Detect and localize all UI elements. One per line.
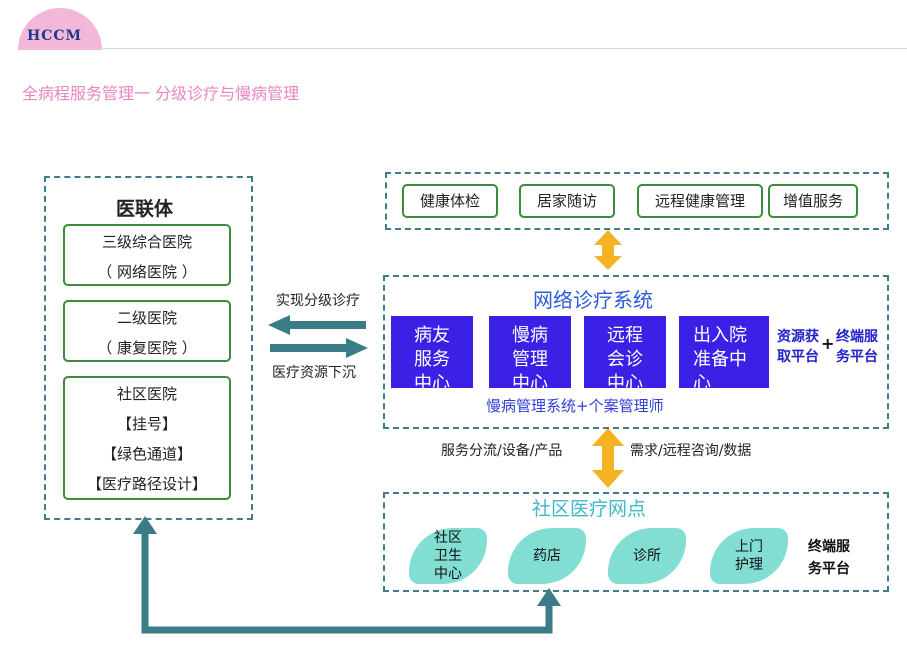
service-remote-health: 远程健康管理	[637, 184, 763, 218]
community-terminal-label: 终端服 务平台	[808, 536, 850, 580]
flow-label-right: 需求/远程咨询/数据	[630, 443, 752, 459]
center-line: 心	[693, 373, 711, 394]
label-line: 资源获	[777, 329, 819, 345]
center-remote-consult: 远程 会诊 中心	[584, 316, 666, 394]
point-line: 护理	[735, 557, 763, 573]
center-line: 病友	[414, 325, 450, 346]
box-line: 二级医院	[116, 309, 177, 327]
label-line: 务平台	[836, 349, 878, 365]
center-line: 中心	[414, 373, 450, 394]
network-title: 网络诊疗系统	[533, 288, 653, 312]
page-title: 全病程服务管理一 分级诊疗与慢病管理	[22, 84, 300, 103]
arrow-loop-head-left	[133, 516, 157, 534]
center-line: 服务	[414, 349, 450, 370]
center-line: 出入院	[693, 325, 747, 346]
community-title: 社区医疗网点	[532, 498, 647, 520]
box-line: 三级综合医院	[101, 233, 192, 251]
label-line: 终端服	[808, 539, 850, 555]
arrow-right	[270, 338, 368, 358]
service-home-followup: 居家随访	[519, 184, 615, 218]
plus-sign: +	[821, 334, 835, 353]
center-chronic-management: 慢病 管理 中心	[489, 316, 571, 394]
point-line: 上门	[735, 539, 763, 555]
point-line: 社区	[434, 530, 462, 546]
label-line: 终端服	[836, 329, 878, 345]
community-hospital-box: 社区医院 【挂号】 【绿色通道】 【医疗路径设计】	[63, 376, 231, 500]
box-line: 【医疗路径设计】	[86, 475, 207, 493]
label-line: 取平台	[777, 349, 819, 365]
box-line: （ 网络医院 ）	[97, 263, 197, 281]
point-home-nursing: 上门 护理	[710, 528, 788, 584]
point-line: 药店	[533, 548, 561, 564]
label-tiered-diagnosis: 实现分级诊疗	[276, 293, 360, 309]
secondary-hospital-box: 二级医院 （ 康复医院 ）	[63, 300, 231, 362]
alliance-panel	[44, 176, 253, 520]
header-divider	[100, 48, 907, 49]
service-health-checkup: 健康体检	[402, 184, 498, 218]
box-line: 社区医院	[116, 385, 177, 403]
arrow-loop-head-right	[537, 588, 561, 606]
center-line: 远程	[607, 325, 643, 346]
center-line: 中心	[607, 373, 643, 394]
point-line: 诊所	[633, 548, 661, 564]
arrow-left	[268, 315, 366, 335]
center-line: 中心	[512, 373, 548, 394]
label-line: 务平台	[808, 561, 850, 577]
point-line: 卫生	[434, 548, 462, 564]
center-admission-prep: 出入院 准备中 心	[679, 316, 769, 394]
service-value-added: 增值服务	[768, 184, 858, 218]
arrow-vertical-middle	[592, 428, 624, 488]
network-subtitle: 慢病管理系统+个案管理师	[486, 397, 664, 415]
arrow-loop-line	[141, 526, 553, 634]
center-line: 准备中	[693, 349, 747, 370]
logo-text: HCCM	[27, 28, 83, 44]
point-line: 中心	[434, 566, 462, 582]
services-panel	[385, 172, 889, 230]
center-line: 会诊	[607, 349, 643, 370]
box-line: 【绿色通道】	[101, 445, 192, 463]
box-line: （ 康复医院 ）	[97, 339, 197, 357]
arrow-vertical-top	[594, 230, 622, 270]
network-system-panel	[383, 275, 889, 429]
community-panel	[383, 492, 889, 592]
label-resource-sinking: 医疗资源下沉	[272, 365, 356, 381]
alliance-title: 医联体	[116, 198, 174, 220]
center-line: 管理	[512, 349, 548, 370]
center-patient-service: 病友 服务 中心	[391, 316, 473, 394]
tertiary-hospital-box: 三级综合医院 （ 网络医院 ）	[63, 224, 231, 286]
resource-platform-label: 资源获 取平台	[777, 327, 819, 367]
box-line: 【挂号】	[116, 415, 177, 433]
terminal-platform-label: 终端服 务平台	[836, 327, 878, 367]
flow-label-left: 服务分流/设备/产品	[441, 443, 563, 459]
center-line: 慢病	[512, 325, 548, 346]
